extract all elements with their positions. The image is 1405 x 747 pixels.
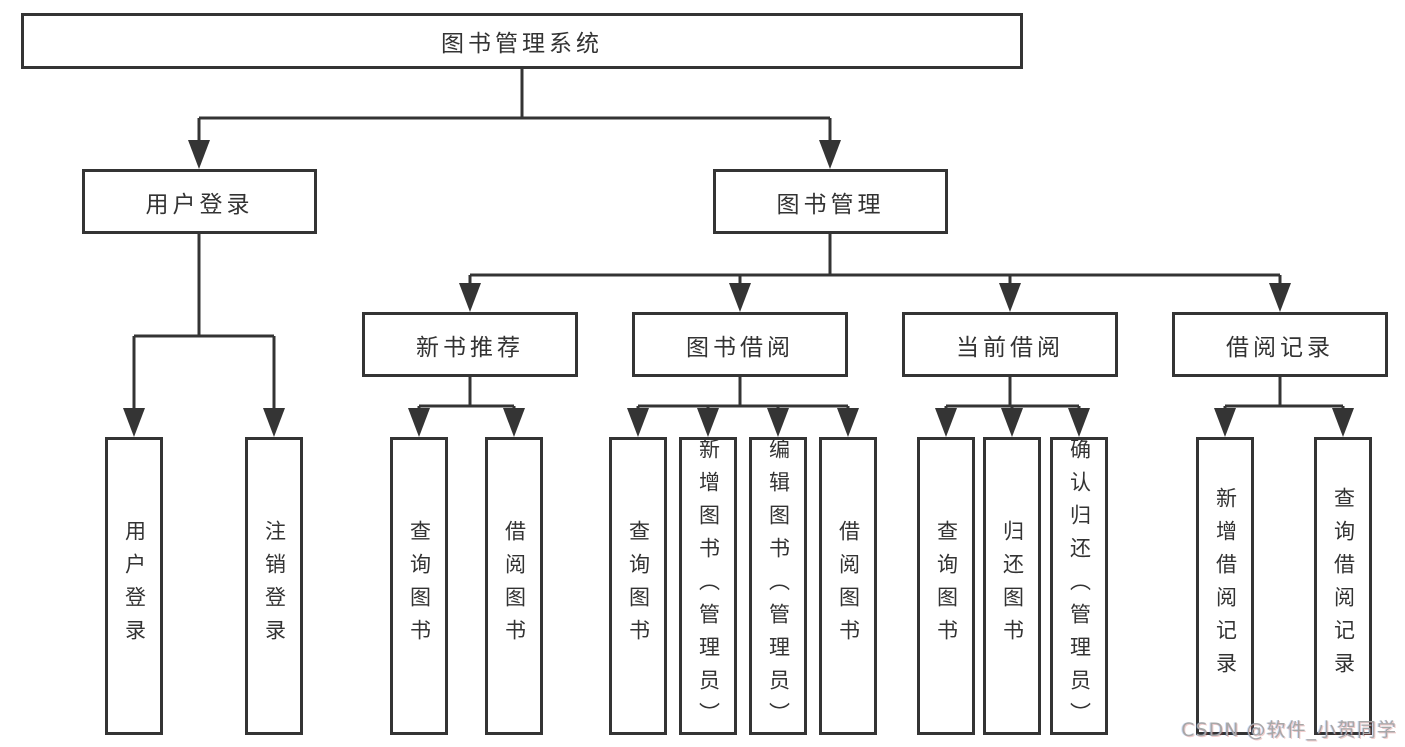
node-borrow-record: 借阅记录 [1172, 312, 1388, 377]
leaf-current-query-books-label: 查询图书 [934, 520, 959, 652]
leaf-borrow-borrow-books-label: 借阅图书 [836, 520, 861, 652]
node-root-label: 图书管理系统 [441, 31, 603, 57]
leaf-borrow-add-books-admin-label: 新增图书（管理员） [696, 437, 721, 735]
leaf-user-login: 用户登录 [105, 437, 163, 735]
leaf-current-return-books: 归还图书 [983, 437, 1041, 735]
node-user-login: 用户登录 [82, 169, 317, 234]
leaf-record-add-borrow-record: 新增借阅记录 [1196, 437, 1254, 735]
connector-root-to-level2 [188, 69, 841, 169]
leaf-borrow-edit-books-admin: 编辑图书（管理员） [749, 437, 807, 735]
leaf-borrow-query-books-label: 查询图书 [626, 520, 651, 652]
connector-borrow-record-to-leaves [1214, 377, 1354, 437]
leaf-recommend-query-books: 查询图书 [390, 437, 448, 735]
node-user-login-label: 用户登录 [145, 191, 254, 218]
node-book-management: 图书管理 [713, 169, 948, 234]
leaf-current-query-books: 查询图书 [917, 437, 975, 735]
leaf-recommend-borrow-books: 借阅图书 [485, 437, 543, 735]
leaf-current-confirm-return-admin-label: 确认归还（管理员） [1067, 437, 1092, 735]
leaf-borrow-borrow-books: 借阅图书 [819, 437, 877, 735]
node-root: 图书管理系统 [21, 13, 1023, 69]
leaf-borrow-edit-books-admin-label: 编辑图书（管理员） [766, 437, 791, 735]
leaf-current-return-books-label: 归还图书 [1000, 520, 1025, 652]
node-book-borrow-label: 图书借阅 [686, 334, 794, 361]
leaf-borrow-query-books: 查询图书 [609, 437, 667, 735]
leaf-logout: 注销登录 [245, 437, 303, 735]
connector-user-login-to-leaves [123, 234, 285, 437]
node-book-borrow: 图书借阅 [632, 312, 848, 377]
node-current-borrow: 当前借阅 [902, 312, 1118, 377]
leaf-recommend-query-books-label: 查询图书 [407, 520, 432, 652]
leaf-current-confirm-return-admin: 确认归还（管理员） [1050, 437, 1108, 735]
csdn-watermark: CSDN @软件_小贺同学 [1181, 719, 1397, 741]
connector-book-borrow-to-leaves [627, 377, 859, 437]
leaf-record-query-borrow-record: 查询借阅记录 [1314, 437, 1372, 735]
node-new-book-recommend: 新书推荐 [362, 312, 578, 377]
leaf-record-add-borrow-record-label: 新增借阅记录 [1213, 487, 1238, 685]
node-borrow-record-label: 借阅记录 [1226, 334, 1334, 361]
node-book-management-label: 图书管理 [776, 191, 885, 218]
leaf-borrow-add-books-admin: 新增图书（管理员） [679, 437, 737, 735]
leaf-user-login-label: 用户登录 [122, 520, 147, 652]
connector-current-borrow-to-leaves [935, 377, 1090, 437]
node-current-borrow-label: 当前借阅 [956, 334, 1064, 361]
leaf-record-query-borrow-record-label: 查询借阅记录 [1331, 487, 1356, 685]
node-new-book-recommend-label: 新书推荐 [416, 334, 524, 361]
leaf-recommend-borrow-books-label: 借阅图书 [502, 520, 527, 652]
leaf-logout-label: 注销登录 [262, 520, 287, 652]
connector-new-book-recommend-to-leaves [408, 377, 525, 437]
connector-book-management-to-level3 [459, 234, 1291, 312]
